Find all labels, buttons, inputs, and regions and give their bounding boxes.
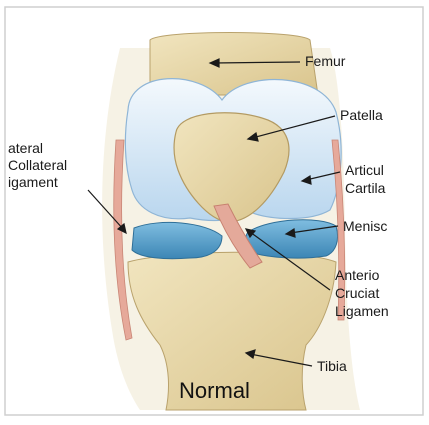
label-acl-line3: Ligamen — [335, 303, 389, 319]
label-tibia: Tibia — [317, 358, 347, 374]
label-articular-line2: Cartila — [345, 180, 385, 196]
label-lateral-collateral-line1: ateral — [8, 140, 43, 156]
caption-normal: Normal — [0, 378, 429, 404]
label-acl-line1: Anterio — [335, 267, 379, 283]
label-lateral-collateral-line3: igament — [8, 174, 58, 190]
label-patella: Patella — [340, 107, 383, 123]
label-articular-line1: Articul — [345, 162, 384, 178]
label-acl-line2: Cruciat — [335, 285, 379, 301]
label-menisc: Menisc — [343, 218, 387, 234]
label-lateral-collateral-line2: Collateral — [8, 157, 67, 173]
label-femur: Femur — [305, 53, 345, 69]
